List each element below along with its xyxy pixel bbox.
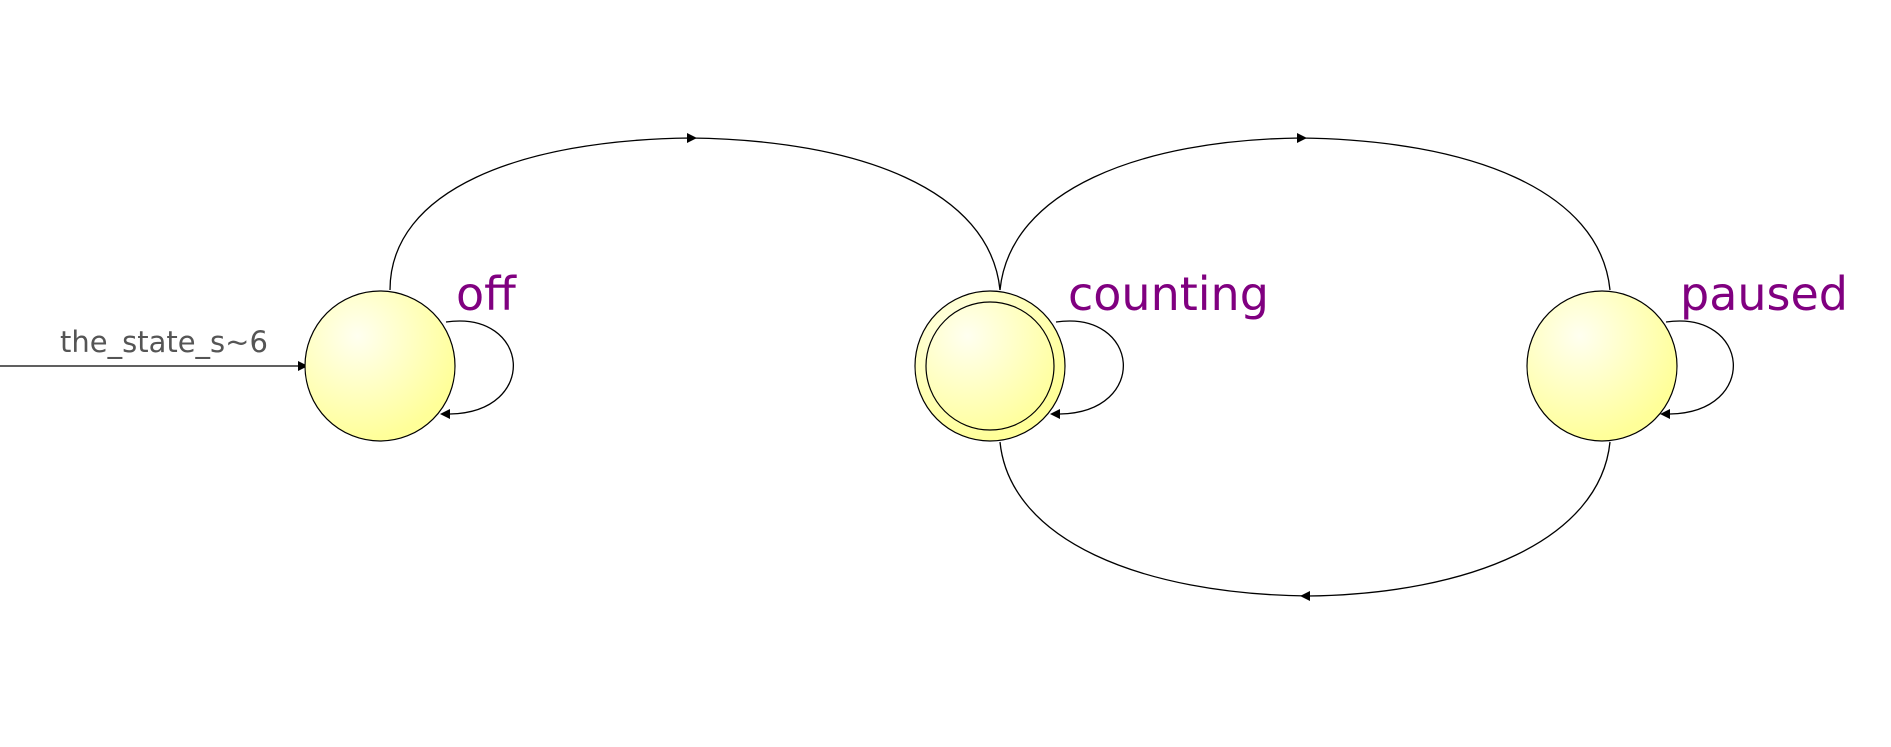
transition-off-to-counting[interactable] [389, 133, 1001, 291]
arrowhead-counting-to-paused [1297, 133, 1307, 143]
state-paused-label: paused [1680, 267, 1848, 321]
reset-transition[interactable]: the_state_s~6 [0, 325, 308, 371]
arrowhead-paused-to-counting [1300, 591, 1310, 601]
arrowhead-self-loop-counting [1050, 409, 1060, 419]
edge-paused-to-counting[interactable] [999, 441, 1611, 597]
state-off[interactable]: off [304, 267, 517, 442]
state-counting-label: counting [1068, 267, 1269, 321]
arrowhead-self-loop-off [440, 409, 450, 419]
edge-self-loop-paused[interactable] [1665, 320, 1734, 415]
self-loop-off[interactable] [440, 320, 514, 419]
edge-self-loop-off[interactable] [445, 320, 514, 415]
transition-paused-to-counting[interactable] [999, 441, 1611, 601]
transition-counting-to-paused[interactable] [999, 133, 1611, 291]
self-loop-paused[interactable] [1660, 320, 1734, 419]
state-off-circle[interactable] [304, 290, 456, 442]
reset-arrowhead [298, 361, 308, 371]
arrowhead-off-to-counting [687, 133, 697, 143]
self-loop-counting[interactable] [1050, 320, 1124, 419]
state-counting-outer-circle[interactable] [914, 290, 1066, 442]
state-paused-circle[interactable] [1526, 290, 1678, 442]
state-counting[interactable]: counting [914, 267, 1269, 442]
edge-self-loop-counting[interactable] [1055, 320, 1124, 415]
state-paused[interactable]: paused [1526, 267, 1848, 442]
reset-label: the_state_s~6 [60, 325, 268, 359]
state-off-label: off [456, 267, 517, 321]
arrowhead-self-loop-paused [1660, 409, 1670, 419]
state-counting-inner-circle [925, 301, 1055, 431]
